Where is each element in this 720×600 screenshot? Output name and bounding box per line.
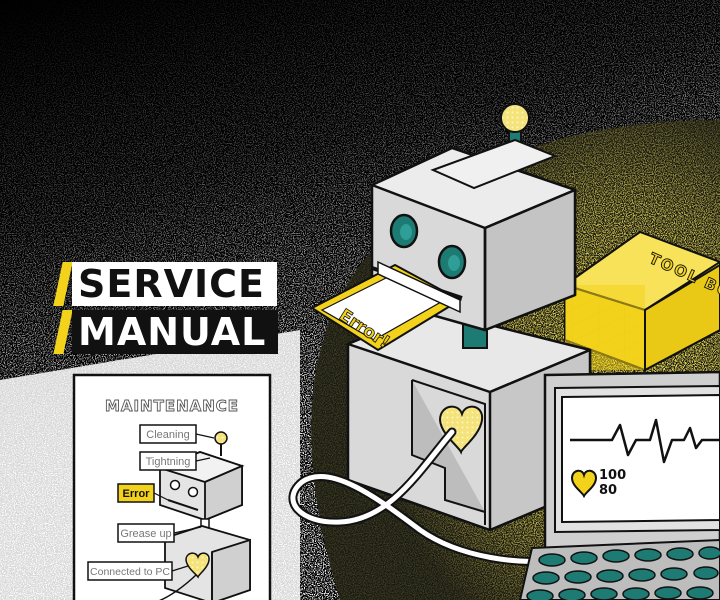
callout-cleaning: Cleaning: [139, 424, 215, 444]
callout-connected-label: Connected to PC: [90, 566, 170, 578]
title-box-black: MANUAL: [72, 310, 279, 354]
manual-page: MAINTENANCE Cleaning Tightning: [72, 373, 272, 600]
heart-icon: [570, 469, 598, 499]
callout-tightning-label: Tightning: [146, 456, 191, 468]
title-text-service: SERVICE: [78, 262, 265, 306]
heartbeat-line: [570, 418, 720, 464]
callout-error: Error: [117, 483, 169, 503]
callout-tightning: Tightning: [139, 451, 211, 471]
callout-grease-up-label: Grease up: [120, 528, 171, 540]
title-text-manual: MANUAL: [78, 310, 267, 354]
callout-error-label: Error: [123, 488, 151, 500]
robot-eye-right: [437, 244, 467, 280]
laptop-keyboard: [526, 546, 720, 600]
heart-rate-bottom: 80: [599, 483, 617, 498]
heart-rate-top: 100: [599, 468, 626, 483]
robot-eye-left: [389, 213, 419, 249]
laptop: 100 80: [518, 370, 720, 600]
robot-antenna-bulb: [500, 103, 530, 133]
title-line-manual: MANUAL: [53, 310, 288, 354]
callout-grease-up: Grease up: [117, 523, 202, 543]
title-line-service: SERVICE: [53, 262, 288, 306]
callout-connected: Connected to PC: [87, 561, 189, 581]
toolbox: TOOL BO: [562, 230, 720, 372]
heart-socket-icon: [438, 405, 484, 455]
laptop-screen: [561, 393, 720, 524]
callout-cleaning-label: Cleaning: [146, 429, 189, 441]
title-box-white: SERVICE: [72, 262, 277, 306]
manual-heading: MAINTENANCE: [105, 397, 239, 415]
robot: Error!: [288, 103, 592, 566]
